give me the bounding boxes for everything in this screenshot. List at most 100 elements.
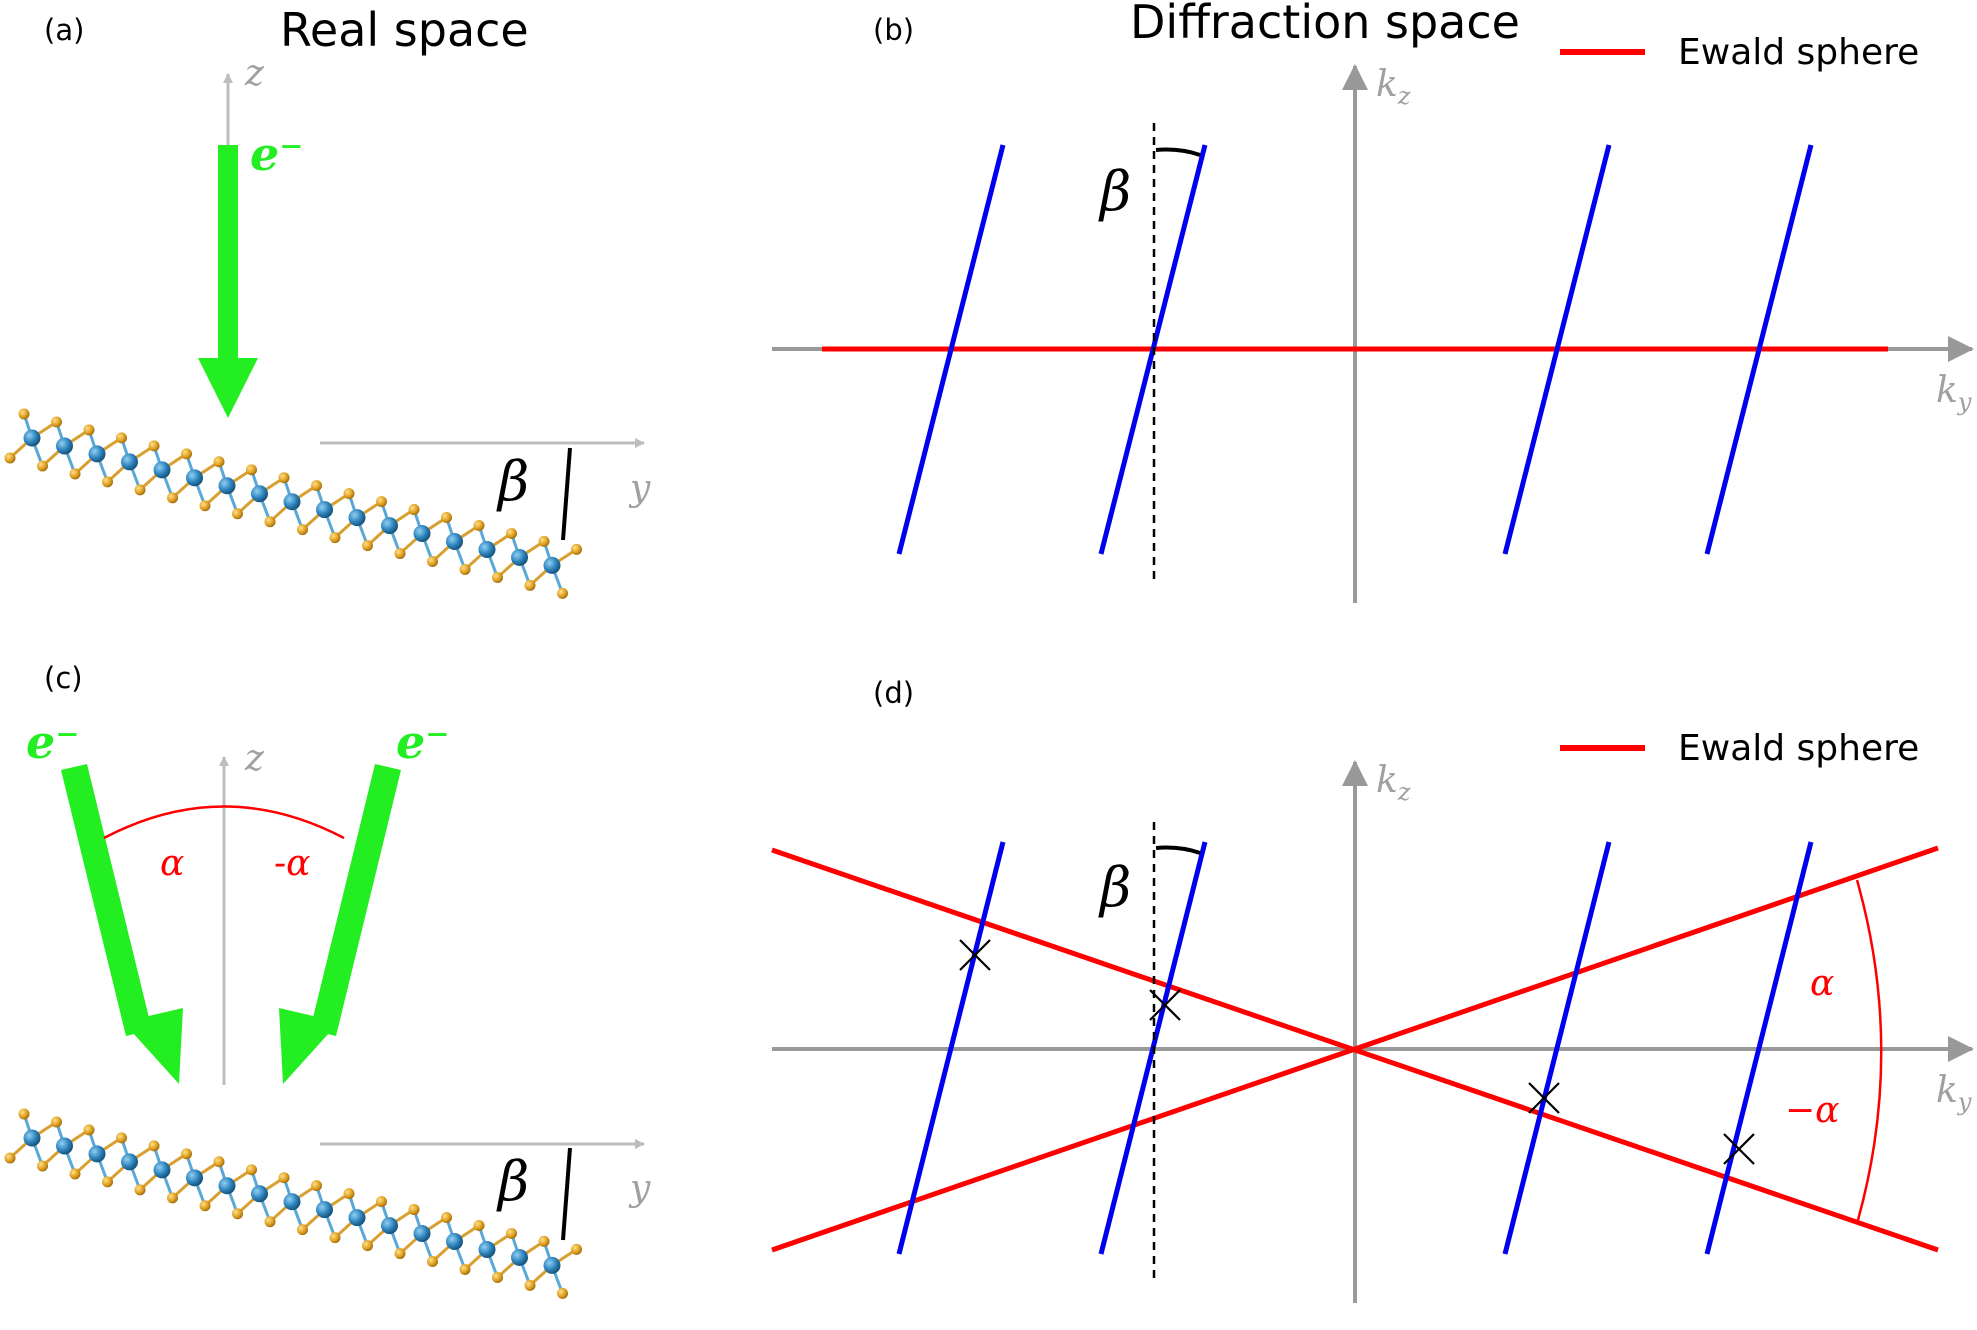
chalcogen-atom	[213, 456, 225, 468]
chalcogen-atom	[83, 424, 95, 436]
panel-b-label: (b)	[873, 13, 914, 47]
cross-marker	[1723, 1133, 1755, 1165]
metal-atom	[478, 1240, 496, 1258]
reciprocal-rod	[896, 841, 1006, 1255]
chalcogen-atom	[167, 1192, 178, 1204]
chalcogen-atom	[473, 1219, 485, 1231]
chalcogen-atom	[69, 1168, 81, 1180]
metal-atom	[121, 1153, 138, 1171]
reciprocal-rod	[1502, 841, 1612, 1255]
chalcogen-atom	[427, 1256, 438, 1268]
chalcogen-atom	[459, 563, 471, 575]
metal-atom	[316, 501, 333, 519]
chalcogen-atom	[232, 508, 243, 520]
metal-atom	[381, 517, 398, 535]
electron-beam-right-arrow	[279, 764, 401, 1084]
chalcogen-atom	[376, 1196, 387, 1208]
chalcogen-atom	[83, 1124, 95, 1136]
cross-marker	[1149, 989, 1181, 1021]
chalcogen-atom	[148, 1140, 160, 1152]
chalcogen-atom	[311, 480, 322, 492]
neg-alpha-label: -α	[274, 843, 310, 884]
panel-b-title: Diffraction space	[1130, 0, 1520, 49]
metal-atom	[218, 477, 236, 495]
metal-atom	[348, 1209, 366, 1227]
metal-atom	[446, 1233, 463, 1251]
metal-atom	[23, 429, 41, 447]
chalcogen-atom	[427, 556, 438, 568]
chalcogen-atom	[232, 1208, 243, 1220]
chalcogen-atom	[18, 1108, 30, 1120]
chalcogen-atom	[524, 579, 536, 591]
metal-atom	[478, 540, 496, 558]
chalcogen-atom	[524, 1279, 536, 1291]
metal-atom	[218, 1177, 236, 1195]
metal-atom	[511, 1248, 528, 1266]
electron-beam-arrow	[198, 145, 258, 418]
chalcogen-atom	[167, 492, 178, 504]
electron-left-label: e⁻	[26, 715, 80, 769]
metal-atom	[283, 1193, 301, 1211]
metal-atom	[413, 525, 431, 543]
neg-alpha-label: −α	[1785, 1090, 1839, 1131]
metal-atom	[446, 533, 463, 551]
ewald-sphere-line-negative	[771, 845, 1939, 1253]
chalcogen-atom	[37, 1160, 48, 1172]
chalcogen-atom	[557, 587, 568, 599]
panel-a-label: (a)	[44, 13, 84, 47]
chalcogen-atom	[329, 1232, 341, 1244]
alpha-label: α	[160, 843, 184, 884]
chalcogen-atom	[18, 408, 30, 420]
reciprocal-rod	[1704, 144, 1814, 555]
beta-label: β	[496, 450, 529, 513]
chalcogen-atom	[4, 452, 16, 464]
metal-atom	[348, 509, 366, 527]
reciprocal-rod	[896, 144, 1006, 555]
metal-atom	[543, 556, 561, 574]
chalcogen-atom	[506, 1227, 517, 1239]
chalcogen-atom	[278, 1172, 290, 1184]
cross-marker	[1528, 1082, 1560, 1114]
chalcogen-atom	[199, 500, 211, 512]
chalcogen-atom	[278, 472, 290, 484]
chalcogen-atom	[394, 548, 406, 560]
electron-right-label: e⁻	[396, 715, 450, 769]
chalcogen-atom	[408, 504, 420, 516]
metal-atom	[251, 1185, 268, 1203]
metal-atom	[251, 485, 268, 503]
chalcogen-atom	[571, 543, 582, 555]
metal-atom	[153, 1161, 171, 1179]
panel-a: (a) Real space z e⁻ y β	[4, 3, 651, 599]
metal-atom	[186, 1169, 203, 1187]
chalcogen-atom	[506, 527, 517, 539]
legend-label: Ewald sphere	[1678, 32, 1919, 73]
chalcogen-atom	[538, 1235, 550, 1247]
z-axis-label: z	[244, 53, 265, 94]
metal-atom	[316, 1201, 333, 1219]
chalcogen-atom	[492, 1271, 503, 1283]
chalcogen-atom	[557, 1287, 568, 1299]
ky-axis-label: ky	[1936, 1070, 1972, 1116]
metal-atom	[121, 453, 138, 471]
kz-axis-label: kz	[1376, 760, 1411, 806]
metal-atom	[283, 493, 301, 511]
chalcogen-atom	[199, 1200, 211, 1212]
chalcogen-atom	[376, 496, 387, 508]
metal-atom	[88, 1145, 106, 1163]
electron-label: e⁻	[250, 127, 304, 181]
chalcogen-atom	[473, 519, 485, 531]
reciprocal-rod	[1704, 841, 1814, 1255]
chalcogen-atom	[116, 432, 127, 444]
y-axis-label: y	[628, 468, 651, 509]
metal-atom	[56, 1137, 73, 1155]
y-axis-label: y	[628, 1168, 651, 1209]
chalcogen-atom	[181, 448, 192, 460]
panel-c-label: (c)	[44, 661, 83, 695]
electron-beam-left-arrow	[61, 764, 183, 1084]
chalcogen-atom	[329, 532, 341, 544]
chalcogen-atom	[441, 512, 452, 524]
intersection-markers	[959, 939, 1755, 1165]
beta-label: β	[496, 1150, 529, 1213]
chalcogen-atom	[51, 416, 62, 428]
chalcogen-atom	[213, 1156, 225, 1168]
